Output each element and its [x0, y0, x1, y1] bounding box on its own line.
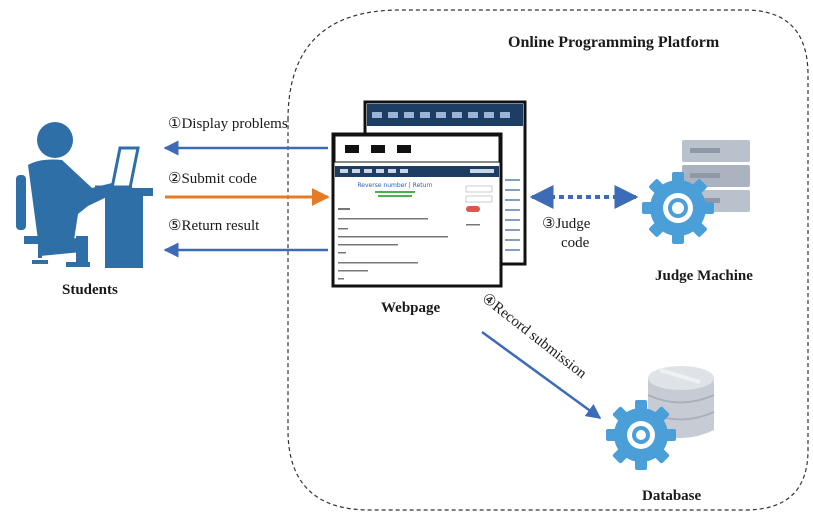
desk-icon: [95, 146, 153, 268]
label-judge-code-line2: code: [561, 235, 590, 251]
label-judge-machine: Judge Machine: [655, 268, 753, 284]
label-webpage: Webpage: [381, 300, 441, 316]
webpage-front-screen: Reverse number | Return: [331, 132, 503, 288]
webpage-screen-heading: Reverse number | Return: [357, 182, 432, 189]
label-return-result: ⑤Return result: [168, 218, 260, 234]
label-students: Students: [62, 282, 118, 298]
label-submit-code: ②Submit code: [168, 171, 257, 187]
label-judge-code-line1: ③Judge: [542, 216, 591, 232]
platform-title: Online Programming Platform: [508, 34, 720, 51]
student-icon: [16, 122, 115, 267]
platform-boundary: [287, 9, 809, 511]
gear-icon-judge: [642, 172, 714, 244]
label-display-problems: ①Display problems: [168, 116, 288, 132]
label-database: Database: [642, 488, 702, 504]
arrow-record: [481, 330, 602, 420]
gear-icon-database: [606, 400, 676, 470]
